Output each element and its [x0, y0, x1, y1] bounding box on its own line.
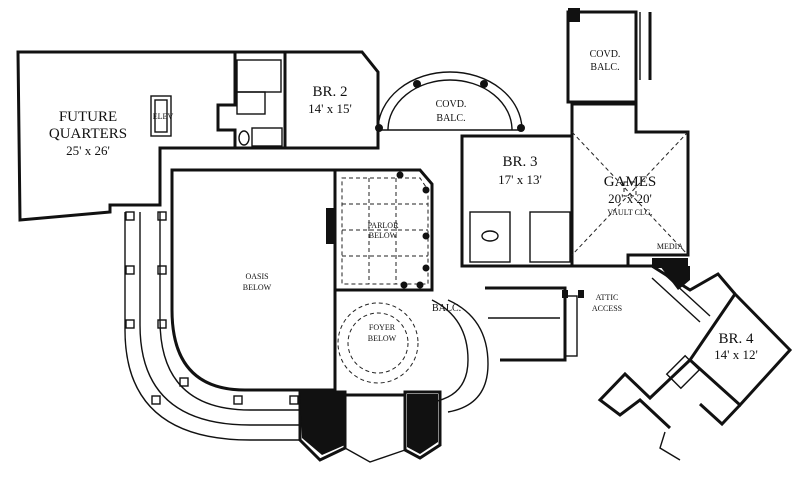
oasis-area — [124, 168, 337, 441]
oasis-line1: OASIS — [245, 272, 268, 281]
attic-line1: ATTIC — [596, 293, 619, 302]
future-quarters-size: 25' x 26' — [66, 143, 110, 158]
covd-balc-top-line2: BALC. — [590, 62, 619, 73]
hall-area — [462, 264, 652, 362]
elevator-label: ELEV — [153, 112, 174, 121]
media-label: MEDIA — [657, 242, 683, 251]
bedroom-4-size: 14' x 12' — [714, 347, 758, 362]
future-quarters-name-1: FUTURE — [59, 109, 117, 125]
games-size: 20' x 20' — [608, 191, 652, 206]
elevator-shaft — [150, 95, 172, 137]
bedroom-2-name: BR. 2 — [312, 84, 347, 100]
balc-label: BALC. — [432, 303, 461, 314]
bedroom-4-room — [597, 264, 793, 461]
oasis-line2: BELOW — [243, 283, 272, 292]
covd-balc-top-line1: COVD. — [590, 49, 621, 60]
games-name: GAMES — [604, 174, 657, 190]
bedroom-2-room — [235, 50, 380, 150]
foyer-area — [298, 290, 489, 463]
covered-balcony-top — [566, 8, 652, 104]
bedroom-4-name: BR. 4 — [718, 331, 754, 347]
bedroom-2-size: 14' x 15' — [308, 101, 352, 116]
foyer-line1: FOYER — [369, 323, 396, 332]
attic-line2: ACCESS — [592, 304, 622, 313]
covered-balcony-center — [375, 71, 525, 132]
bedroom-3-name: BR. 3 — [502, 154, 537, 170]
parlor-line1: PARLOR — [368, 221, 399, 230]
parlor-area — [326, 168, 434, 292]
covd-balc-center-line1: COVD. — [436, 99, 467, 110]
games-note: VAULT CLG. — [607, 208, 652, 217]
future-quarters-name-2: QUARTERS — [49, 126, 127, 142]
covd-balc-center-line2: BALC. — [436, 113, 465, 124]
room-labels: FUTURE QUARTERS 25' x 26' ELEV BR. 2 14'… — [49, 49, 758, 362]
foyer-line2: BELOW — [368, 334, 397, 343]
parlor-line2: BELOW — [369, 231, 398, 240]
bedroom-3-size: 17' x 13' — [498, 172, 542, 187]
